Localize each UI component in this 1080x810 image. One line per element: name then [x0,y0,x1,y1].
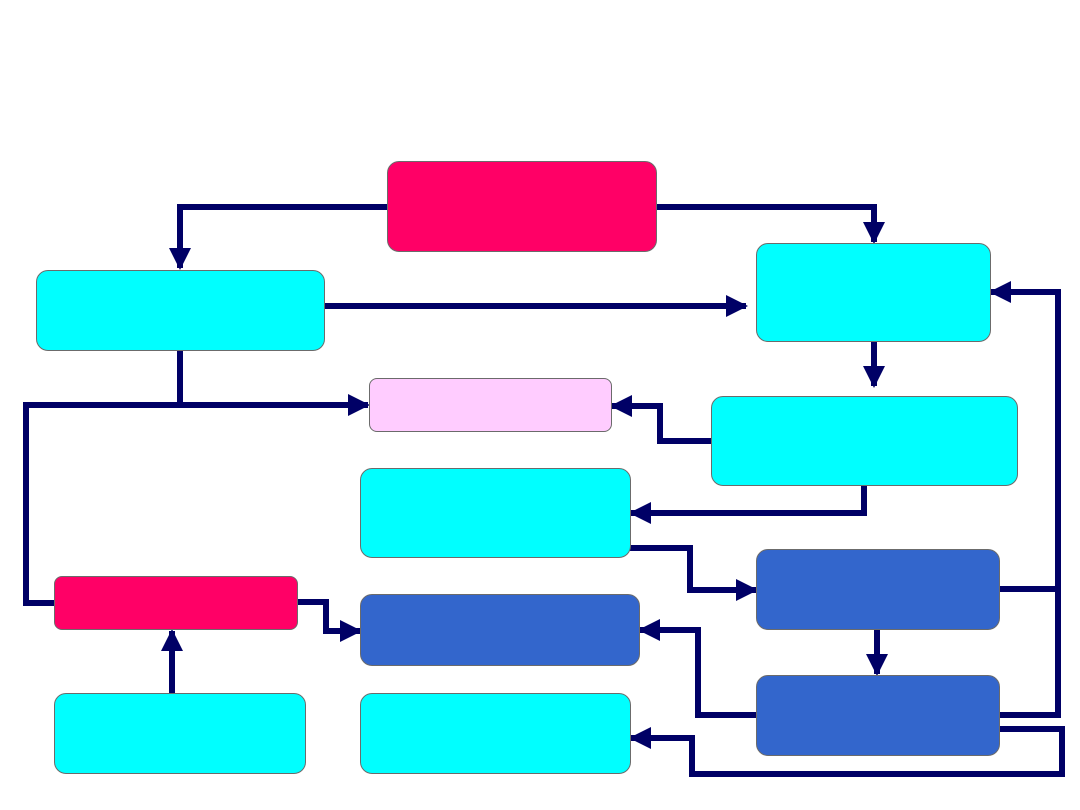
node-left-red-label [166,599,186,607]
connector-top-red-to-left-cyan [169,204,388,270]
connector-right-blue-lower-to-center-blue [638,619,756,718]
node-right-cyan-mid-label [855,437,875,445]
node-right-blue-lower-label [868,712,888,720]
node-center-blue-label [490,626,510,634]
node-bottom-left-cyan [54,693,306,774]
connector-right-blue-lower-to-bottom-center-cyan [629,726,1065,777]
node-bottom-center-cyan [360,693,631,774]
connector-top-red-to-right-cyan-top [656,204,885,244]
node-left-cyan [36,270,325,351]
connector-left-red-to-pink [23,402,180,606]
node-left-cyan-label [171,307,191,315]
connector-right-cyan-mid-to-center-cyan [629,486,867,524]
node-top-red-label [512,203,532,211]
node-right-cyan-top-label [864,289,884,297]
connector-left-cyan-to-pink [177,351,370,416]
connector-center-cyan-to-right-blue-upper [630,545,758,601]
node-pink-center [369,378,612,432]
node-bottom-center-cyan-label [486,730,506,738]
node-pink-center-label [481,401,501,409]
node-center-blue [360,594,640,666]
node-right-blue-upper-label [868,586,888,594]
node-right-cyan-top [756,243,991,342]
connector-right-blue-lower-to-right-loop [999,589,1061,718]
node-center-cyan [360,468,631,558]
node-right-cyan-mid [711,396,1018,486]
node-left-red [54,576,298,630]
node-top-red [387,161,657,252]
node-right-blue-upper [756,549,1000,630]
connector-right-blue-upper-to-right-cyan-top [989,281,1061,592]
connector-right-cyan-mid-to-pink [610,395,711,444]
node-center-cyan-label [486,509,506,517]
node-right-blue-lower [756,675,1000,756]
node-bottom-left-cyan-label [170,730,190,738]
connector-left-red-to-center-blue [297,599,362,642]
